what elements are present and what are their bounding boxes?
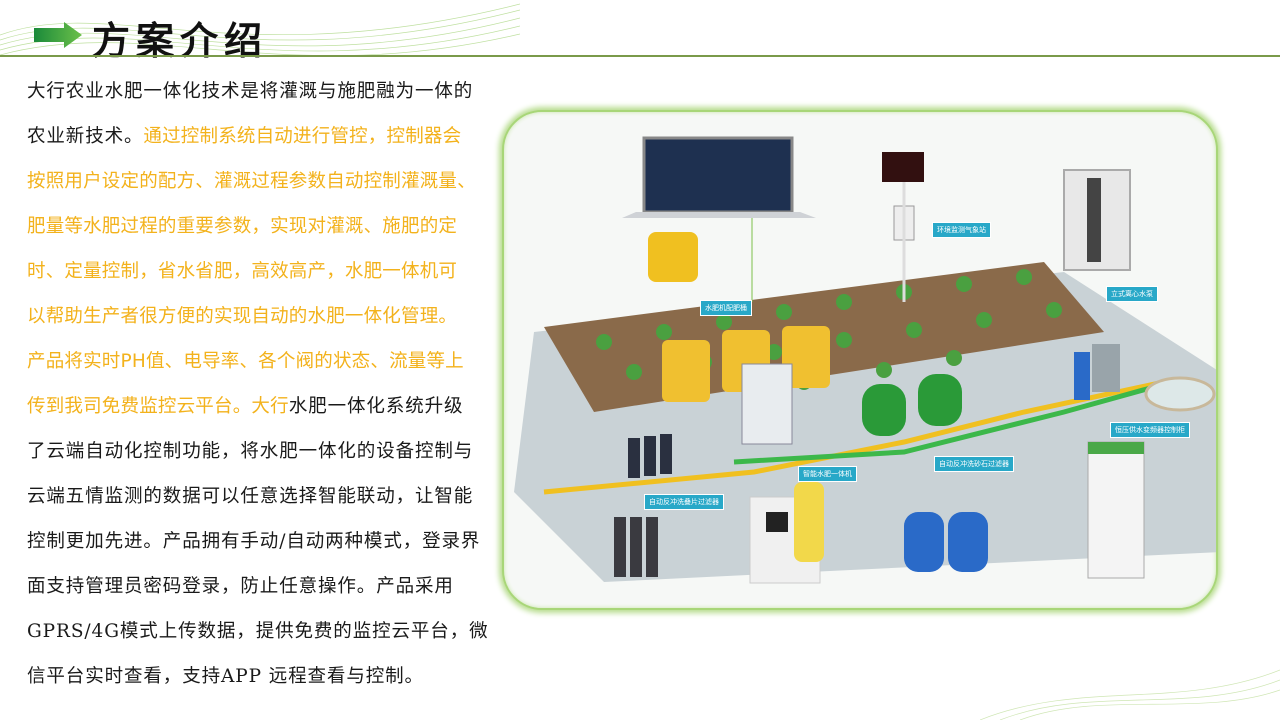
text-line: 了云端自动化控制功能，将水肥一体化的设备控制与 bbox=[27, 438, 487, 483]
text-line: 肥量等水肥过程的重要参数，实现对灌溉、施肥的定 bbox=[27, 213, 487, 258]
text-line: 时、定量控制，省水省肥，高效高产，水肥一体机可 bbox=[27, 258, 487, 303]
text-line: 传到我司免费监控云平台。大行水肥一体化系统升级 bbox=[27, 393, 487, 438]
text-line: 农业新技术。通过控制系统自动进行管控，控制器会 bbox=[27, 123, 487, 168]
text-line: 大行农业水肥一体化技术是将灌溉与施肥融为一体的 bbox=[27, 78, 487, 123]
text-line: 信平台实时查看，支持APP 远程查看与控制。 bbox=[27, 663, 487, 708]
text-segment: 传到我司免费监控云平台。大行 bbox=[27, 396, 289, 417]
text-segment: 产品将实时PH值、电导率、各个阀的状态、流量等上 bbox=[27, 351, 464, 372]
text-segment: 云端五情监测的数据可以任意选择智能联动，让智能 bbox=[27, 486, 474, 507]
label-fertigation-machine: 智能水肥一体机 bbox=[798, 466, 857, 482]
text-line: 面支持管理员密码登录，防止任意操作。产品采用 bbox=[27, 573, 487, 618]
label-disc-filter: 自动反冲洗叠片过滤器 bbox=[644, 494, 724, 510]
text-segment: 大行农业水肥一体化技术是将灌溉与施肥融为一体的 bbox=[27, 81, 474, 102]
text-segment: 通过控制系统自动进行管控，控制器会 bbox=[143, 126, 462, 147]
text-segment: 肥量等水肥过程的重要参数，实现对灌溉、施肥的定 bbox=[27, 216, 458, 237]
text-segment: 面支持管理员密码登录，防止任意操作。产品采用 bbox=[27, 576, 454, 597]
decorative-wave bbox=[980, 669, 1280, 720]
diagram-illustration bbox=[514, 136, 1216, 584]
text-line: 云端五情监测的数据可以任意选择智能联动，让智能 bbox=[27, 483, 487, 528]
label-control-cabinet: 恒压供水变频器控制柜 bbox=[1110, 422, 1190, 438]
system-diagram: 环境监测气象站 水肥机配肥桶 立式离心水泵 智能水肥一体机 自动反冲洗砂石过滤器… bbox=[502, 110, 1218, 610]
text-line: 以帮助生产者很方便的实现自动的水肥一体化管理。 bbox=[27, 303, 487, 348]
text-segment: 控制更加先进。产品拥有手动/自动两种模式，登录界 bbox=[27, 531, 481, 552]
header-divider bbox=[0, 55, 1280, 57]
arrow-icon bbox=[34, 22, 82, 48]
text-line: GPRS/4G模式上传数据，提供免费的监控云平台，微 bbox=[27, 618, 489, 663]
text-segment: 水肥一体化系统升级 bbox=[288, 396, 464, 417]
label-centrifugal-pump: 立式离心水泵 bbox=[1106, 286, 1158, 302]
text-segment: 信平台实时查看，支持APP 远程查看与控制。 bbox=[27, 666, 424, 687]
label-weather-station: 环境监测气象站 bbox=[932, 222, 991, 238]
text-segment: 按照用户设定的配方、灌溉过程参数自动控制灌溉量、 bbox=[27, 171, 476, 192]
label-sand-filter: 自动反冲洗砂石过滤器 bbox=[934, 456, 1014, 472]
label-fertilizer-tank: 水肥机配肥桶 bbox=[700, 300, 752, 316]
text-line: 按照用户设定的配方、灌溉过程参数自动控制灌溉量、 bbox=[27, 168, 487, 213]
text-segment: 农业新技术。 bbox=[27, 126, 144, 147]
text-segment: 以帮助生产者很方便的实现自动的水肥一体化管理。 bbox=[27, 306, 458, 327]
text-line: 控制更加先进。产品拥有手动/自动两种模式，登录界 bbox=[27, 528, 487, 573]
description-text: 大行农业水肥一体化技术是将灌溉与施肥融为一体的农业新技术。通过控制系统自动进行管… bbox=[27, 78, 489, 708]
text-segment: 了云端自动化控制功能，将水肥一体化的设备控制与 bbox=[27, 441, 474, 462]
text-segment: 时、定量控制，省水省肥，高效高产，水肥一体机可 bbox=[27, 261, 458, 282]
text-segment: GPRS/4G模式上传数据，提供免费的监控云平台，微 bbox=[27, 621, 489, 642]
text-line: 产品将实时PH值、电导率、各个阀的状态、流量等上 bbox=[27, 348, 487, 393]
